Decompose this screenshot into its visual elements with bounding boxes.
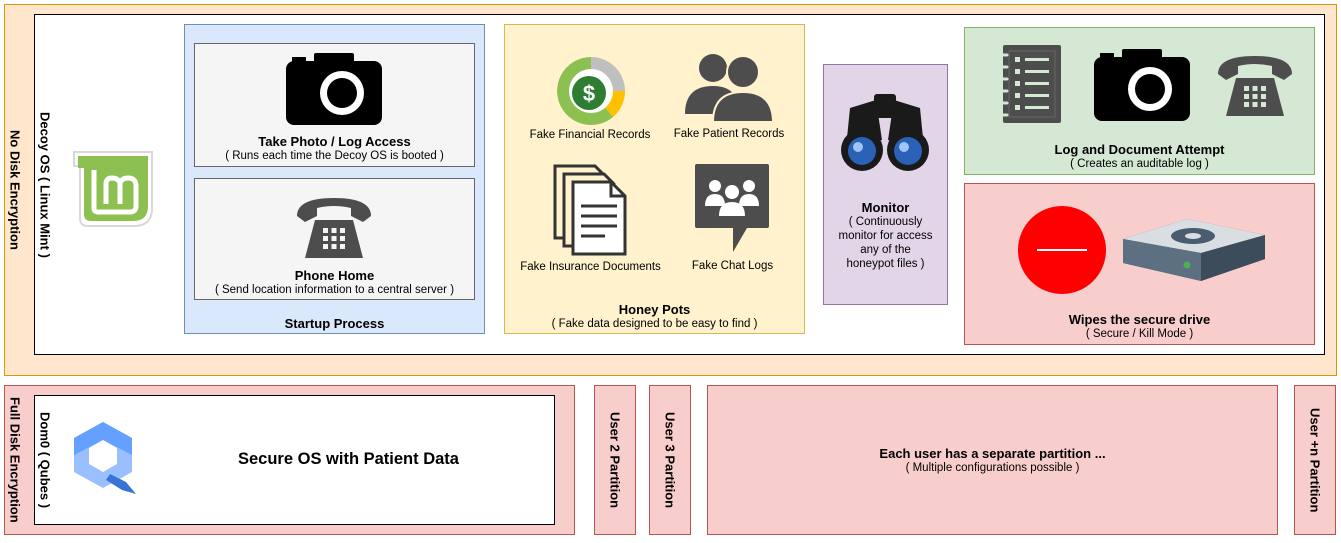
honeypot-financial-label: Fake Financial Records [529, 129, 651, 141]
take-photo-title: Take Photo / Log Access [258, 134, 411, 149]
honeypots-title: Honey Pots [618, 302, 691, 317]
full-encryption-label: Full Disk Encryption [7, 397, 23, 523]
notebook-icon [995, 43, 1063, 125]
user3-partition-label: User 3 Partition [662, 411, 678, 509]
user2-partition-label: User 2 Partition [607, 411, 623, 509]
take-photo-subtitle: ( Runs each time the Decoy OS is booted … [225, 150, 444, 162]
telephone-icon [293, 192, 375, 262]
monitor-line-1: ( Continuously [848, 216, 923, 228]
monitor-line-4: honeypot files ) [846, 258, 925, 270]
user2-partition [594, 385, 636, 535]
phone-home-subtitle: ( Send location information to a central… [214, 284, 455, 296]
log-document-title: Log and Document Attempt [1054, 142, 1225, 157]
honeypot-chat-label: Fake Chat Logs [691, 260, 774, 272]
honeypots-subtitle: ( Fake data designed to be easy to find … [551, 318, 758, 330]
linux-mint-logo [68, 148, 158, 230]
no-encryption-label: No Disk Encryption [7, 130, 23, 250]
phone-home-title: Phone Home [294, 268, 375, 283]
each-user-title: Each user has a separate partition ... [879, 446, 1106, 461]
wipe-title: Wipes the secure drive [1068, 312, 1211, 327]
monitor-line-2: monitor for access [838, 230, 933, 242]
people-icon [683, 52, 775, 122]
log-document-subtitle: ( Creates an auditable log ) [1070, 158, 1209, 170]
hard-drive-icon [1121, 217, 1267, 283]
binoculars-icon [836, 90, 934, 174]
monitor-line-3: any of the [860, 244, 911, 256]
usern-partition [1294, 385, 1336, 535]
honeypot-insurance-label: Fake Insurance Documents [520, 261, 661, 273]
camera-icon [284, 51, 384, 127]
startup-process-title: Startup Process [284, 316, 385, 331]
each-user-subtitle: ( Multiple configurations possible ) [905, 462, 1080, 474]
qubes-logo [70, 420, 140, 496]
dom0-label: Dom0 ( Qubes ) [37, 411, 53, 509]
stop-icon [1017, 205, 1107, 295]
usern-partition-label: User +n Partition [1307, 407, 1323, 513]
honeypot-patient-label: Fake Patient Records [673, 128, 785, 140]
each-user-partition-panel [707, 385, 1278, 535]
svg-text:$: $ [583, 81, 595, 106]
secure-os-title: Secure OS with Patient Data [238, 450, 459, 468]
user3-partition [649, 385, 691, 535]
decoy-os-label: Decoy OS ( Linux Mint ) [37, 111, 53, 258]
log-telephone-icon [1214, 50, 1296, 120]
log-camera-icon [1092, 47, 1192, 123]
wipe-subtitle: ( Secure / Kill Mode ) [1085, 328, 1194, 340]
chat-icon [693, 162, 771, 254]
monitor-title: Monitor [861, 200, 910, 215]
documents-icon [553, 164, 629, 256]
financial-icon: $ [555, 55, 627, 127]
